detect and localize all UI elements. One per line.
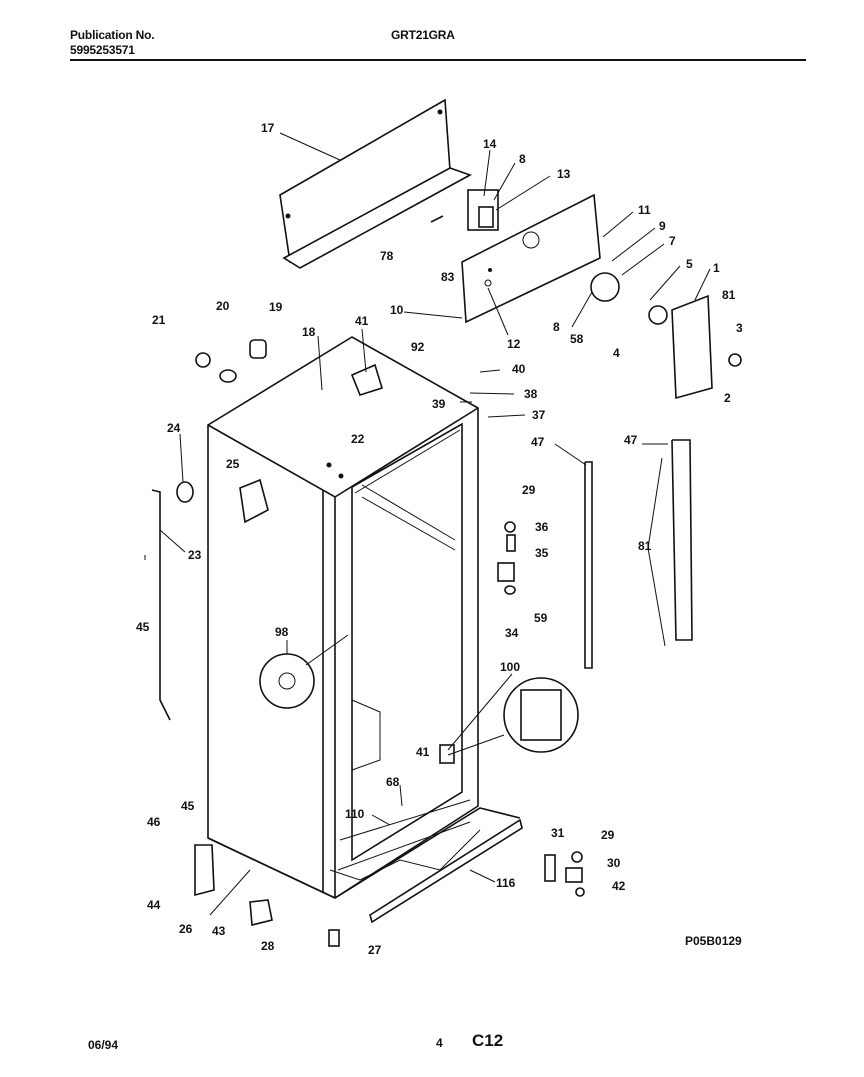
callout-35: 35 xyxy=(535,546,549,560)
callout-36: 36 xyxy=(535,520,549,534)
callout-17: 17 xyxy=(261,121,275,135)
callout-37: 37 xyxy=(532,408,546,422)
callout-68: 68 xyxy=(386,775,400,789)
callout-100: 100 xyxy=(500,660,520,674)
callout-31: 31 xyxy=(551,826,565,840)
callout-38: 38 xyxy=(524,387,538,401)
callout-3: 3 xyxy=(736,321,743,335)
callout-22: 22 xyxy=(351,432,365,446)
top-cover-part xyxy=(279,98,472,269)
callout-41-lower: 41 xyxy=(416,745,430,759)
publication-label: Publication No. xyxy=(70,28,155,42)
callout-labels: 17 14 8 13 11 9 7 5 1 81 3 2 4 58 8 12 1… xyxy=(136,121,743,957)
callout-29: 29 xyxy=(522,483,536,497)
publication-date: 06/94 xyxy=(88,1038,119,1052)
callout-11: 11 xyxy=(638,203,651,217)
page-number: 4 xyxy=(436,1036,443,1050)
callout-8-lower: 8 xyxy=(553,320,560,334)
callout-4: 4 xyxy=(613,346,620,360)
callout-1: 1 xyxy=(713,261,720,275)
hardware-parts xyxy=(144,189,742,947)
rear-panel-part xyxy=(461,193,601,324)
model-number: GRT21GRA xyxy=(391,28,455,42)
callout-30: 30 xyxy=(607,856,621,870)
callout-leaders xyxy=(159,132,711,916)
callout-81-right: 81 xyxy=(638,539,652,553)
callout-83: 83 xyxy=(441,270,455,284)
callout-2: 2 xyxy=(724,391,731,405)
callout-5: 5 xyxy=(686,257,693,271)
callout-29-lower: 29 xyxy=(601,828,615,842)
callout-47: 47 xyxy=(531,435,545,449)
callout-92: 92 xyxy=(411,340,425,354)
cabinet-drawing xyxy=(207,336,521,899)
callout-81: 81 xyxy=(722,288,736,302)
callout-24: 24 xyxy=(167,421,181,435)
callout-34: 34 xyxy=(505,626,519,640)
callout-40: 40 xyxy=(512,362,526,376)
callout-26: 26 xyxy=(179,922,193,936)
callout-12: 12 xyxy=(507,337,521,351)
callout-21: 21 xyxy=(152,313,166,327)
callout-28: 28 xyxy=(261,939,275,953)
callout-27: 27 xyxy=(368,943,382,957)
callout-44: 44 xyxy=(147,898,161,912)
callout-8: 8 xyxy=(519,152,526,166)
callout-45: 45 xyxy=(136,620,150,634)
callout-7: 7 xyxy=(669,234,676,248)
callout-14: 14 xyxy=(483,137,497,151)
callout-98: 98 xyxy=(275,625,289,639)
drawing-code: P05B0129 xyxy=(685,934,742,948)
callout-23: 23 xyxy=(188,548,202,562)
callout-43: 43 xyxy=(212,924,226,938)
callout-39: 39 xyxy=(432,397,446,411)
callout-19: 19 xyxy=(269,300,283,314)
callout-59: 59 xyxy=(534,611,548,625)
callout-13: 13 xyxy=(557,167,571,181)
callout-78: 78 xyxy=(380,249,394,263)
callout-46: 46 xyxy=(147,815,161,829)
callout-20: 20 xyxy=(216,299,230,313)
callout-116: 116 xyxy=(496,876,516,890)
callout-110: 110 xyxy=(345,807,365,821)
header-rule xyxy=(70,59,806,61)
callout-41: 41 xyxy=(355,314,369,328)
callout-10: 10 xyxy=(390,303,404,317)
callout-18: 18 xyxy=(302,325,316,339)
callout-45-lower: 45 xyxy=(181,799,195,813)
callout-9: 9 xyxy=(659,219,666,233)
callout-25: 25 xyxy=(226,457,240,471)
section-code: C12 xyxy=(472,1031,504,1050)
publication-number: 5995253571 xyxy=(70,43,135,57)
callout-42: 42 xyxy=(612,879,626,893)
callout-58: 58 xyxy=(570,332,584,346)
callout-47-right: 47 xyxy=(624,433,638,447)
